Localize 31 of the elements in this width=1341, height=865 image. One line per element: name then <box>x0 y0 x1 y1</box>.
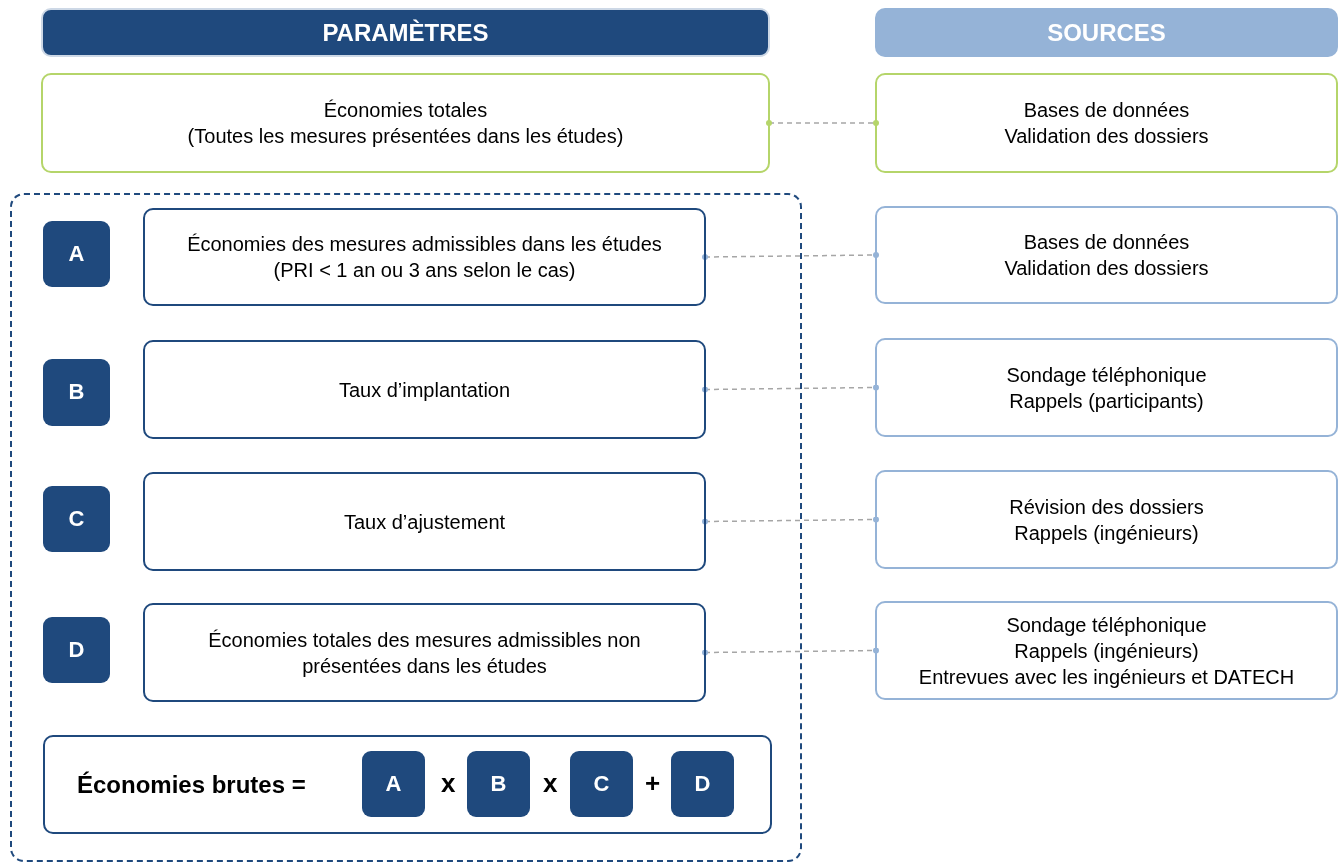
parameter-box: Taux d’ajustement <box>143 472 706 571</box>
source-box: Sondage téléphonique Rappels (ingénieurs) Entrevues avec les ingénieurs et DATECH <box>875 601 1338 700</box>
parameter-box: Économies des mesures admissibles dans les études (PRI < 1 an ou 3 ans selon le cas) <box>143 208 706 306</box>
dashed-connector <box>766 120 879 126</box>
source-box: Bases de données Validation des dossiers <box>875 206 1338 304</box>
parameter-box: Économies totales des mesures admissibles non présentées dans les études <box>143 603 706 702</box>
operator-sign: x <box>543 767 558 800</box>
operator-sign: + <box>645 767 661 800</box>
dashed-group-box <box>10 193 802 862</box>
parameter-box: Économies totales (Toutes les mesures présentées dans les études) <box>41 73 770 173</box>
column-header: PARAMÈTRES <box>41 8 770 57</box>
letter-badge: D <box>671 751 734 817</box>
source-box: Sondage téléphonique Rappels (participants) <box>875 338 1338 437</box>
letter-badge: D <box>43 617 110 683</box>
dashed-connector <box>702 647 879 656</box>
letter-badge: A <box>43 221 110 287</box>
parameter-box: Bases de données Validation des dossiers <box>875 73 1338 173</box>
formula-text: Économies brutes = <box>77 769 306 800</box>
dashed-connector <box>702 384 879 393</box>
dashed-connector <box>702 252 879 260</box>
source-box: Révision des dossiers Rappels (ingénieurs) <box>875 470 1338 569</box>
letter-badge: C <box>570 751 633 817</box>
dashed-connector <box>702 516 879 525</box>
parameter-box: Taux d’implantation <box>143 340 706 439</box>
letter-badge: B <box>43 359 110 426</box>
letter-badge: A <box>362 751 425 817</box>
operator-sign: x <box>441 767 456 800</box>
letter-badge: B <box>467 751 530 817</box>
formula-box <box>43 735 772 834</box>
column-header: SOURCES <box>875 8 1338 57</box>
letter-badge: C <box>43 486 110 552</box>
